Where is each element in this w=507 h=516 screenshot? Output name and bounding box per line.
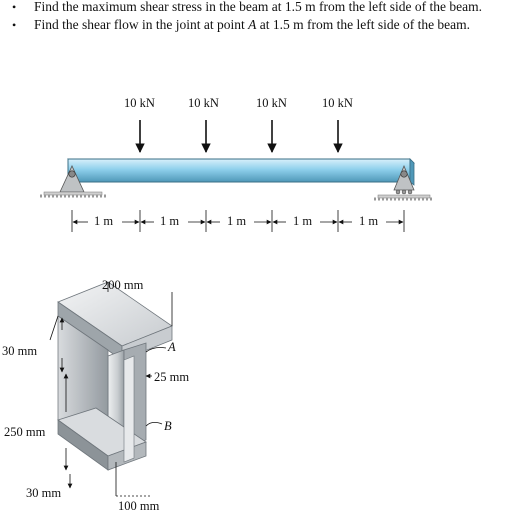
point-a-label: A <box>168 340 176 354</box>
question-2: • Find the shear flow in the joint at po… <box>4 17 504 33</box>
section-dimensions <box>49 282 173 497</box>
flange-width-label: 200 mm <box>102 278 144 292</box>
right-roller-support <box>374 164 434 201</box>
span-label-1: 1 m <box>94 214 114 228</box>
i-beam-section <box>57 281 173 471</box>
bottom-width-label: 100 mm <box>118 499 160 513</box>
bottom-flange-thickness-label: 30 mm <box>26 486 62 500</box>
question-2-point: A <box>248 17 257 32</box>
load-arrows <box>135 120 343 153</box>
beam <box>67 158 415 186</box>
load-label-3: 10 kN <box>256 96 287 110</box>
load-label-2: 10 kN <box>188 96 219 110</box>
question-list: • Find the maximum shear stress in the b… <box>4 0 504 36</box>
question-1-text: Find the maximum shear stress in the bea… <box>34 0 483 14</box>
left-pin-support <box>40 165 106 198</box>
span-label-4: 1 m <box>293 214 313 228</box>
load-label-4: 10 kN <box>322 96 353 110</box>
span-label-2: 1 m <box>160 214 180 228</box>
span-label-3: 1 m <box>227 214 247 228</box>
bullet-icon: • <box>12 18 17 32</box>
question-1: • Find the maximum shear stress in the b… <box>4 0 504 14</box>
span-dimensions <box>71 210 405 232</box>
point-b-label: B <box>164 419 172 433</box>
flange-thickness-label: 30 mm <box>2 344 38 358</box>
load-label-1: 10 kN <box>124 96 155 110</box>
web-thickness-label: 25 mm <box>154 370 190 384</box>
bullet-icon: • <box>12 0 17 14</box>
question-2-text-before: Find the shear flow in the joint at poin… <box>34 17 249 32</box>
span-label-5: 1 m <box>359 214 379 228</box>
question-2-text-after: at 1.5 m from the left side of the beam. <box>256 17 471 32</box>
web-height-label: 250 mm <box>4 425 46 439</box>
